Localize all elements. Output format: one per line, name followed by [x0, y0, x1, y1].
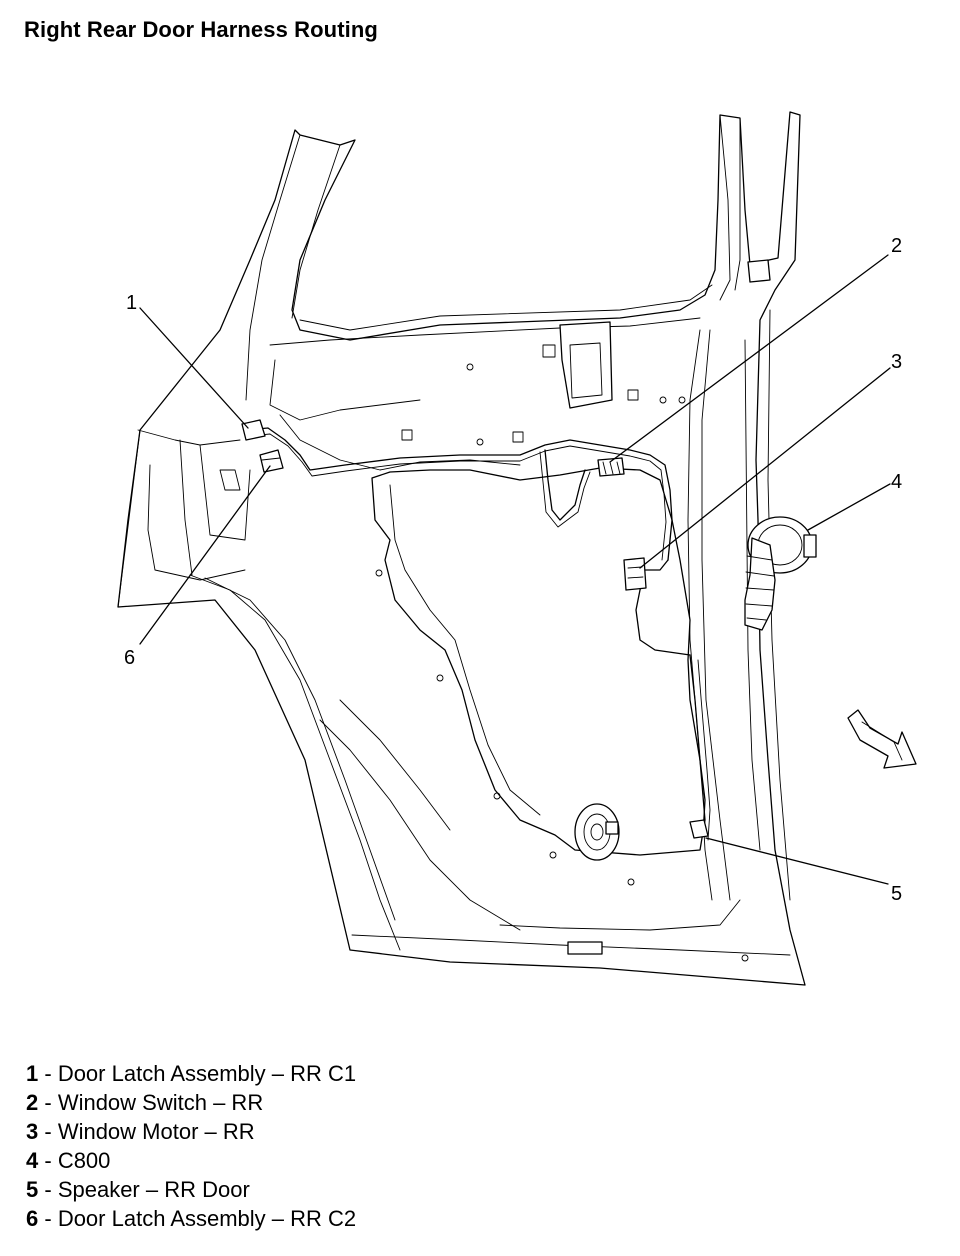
- leader-lines: [139, 254, 891, 885]
- callout-5: 5: [891, 883, 902, 905]
- upper-bracket: [559, 259, 771, 409]
- legend-item: 5 - Speaker – RR Door: [26, 1177, 250, 1202]
- callout-legend: 1 - Door Latch Assembly – RR C1 2 - Wind…: [26, 1059, 356, 1233]
- c800-grommet: [744, 516, 817, 631]
- inner-access-opening: [371, 344, 749, 962]
- leader-line-6: [139, 465, 271, 645]
- speaker-connector: [689, 819, 709, 839]
- callout-6: 6: [124, 647, 135, 669]
- legend-item: 6 - Door Latch Assembly – RR C2: [26, 1206, 357, 1231]
- legend-item: 4 - C800: [26, 1148, 111, 1173]
- door-harness-diagram: 1 2 3 4 5 6: [117, 111, 917, 986]
- latch-c2-connector: [259, 449, 284, 473]
- leader-line-4: [807, 483, 891, 531]
- leader-line-2: [609, 254, 889, 463]
- page-title: Right Rear Door Harness Routing: [24, 17, 378, 42]
- legend-item: 1 - Door Latch Assembly – RR C1: [26, 1061, 357, 1086]
- callout-2: 2: [891, 235, 902, 257]
- legend-item: 3 - Window Motor – RR: [26, 1119, 255, 1144]
- speaker-housing: [574, 803, 620, 861]
- callout-3: 3: [891, 351, 902, 373]
- direction-arrow-icon: [847, 709, 917, 769]
- latch-c1-connector: [241, 419, 266, 441]
- leader-line-3: [639, 367, 891, 569]
- callout-1: 1: [126, 292, 137, 314]
- leader-line-1: [139, 307, 249, 429]
- callout-4: 4: [891, 471, 902, 493]
- leader-line-5: [705, 837, 889, 885]
- window-motor-connector: [623, 557, 647, 591]
- legend-item: 2 - Window Switch – RR: [26, 1090, 264, 1115]
- wiring-harness: [241, 419, 711, 841]
